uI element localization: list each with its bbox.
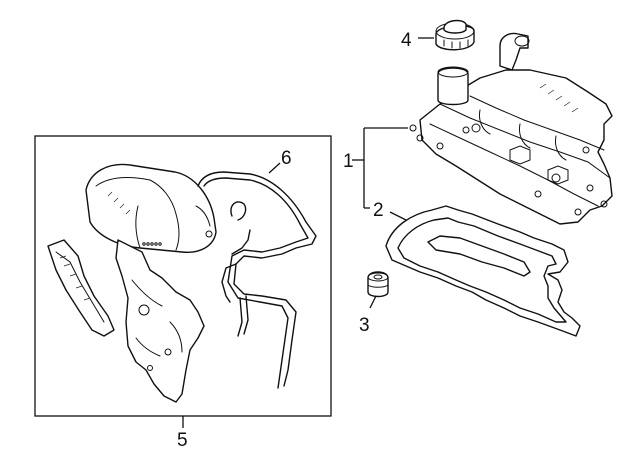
side-timing-cover[interactable]	[47, 239, 115, 337]
upper-timing-cover[interactable]	[85, 163, 217, 253]
callout-4: 4	[401, 30, 412, 51]
callout-3: 3	[359, 315, 370, 336]
valve-cover[interactable]	[409, 32, 613, 225]
callout-3-leader	[369, 295, 377, 309]
timing-cover-gasket[interactable]	[197, 171, 317, 389]
callout-6: 6	[281, 148, 292, 169]
grommet[interactable]	[367, 271, 389, 298]
callout-1-bracket	[352, 127, 408, 209]
callout-5: 5	[177, 430, 188, 451]
lower-timing-cover[interactable]	[115, 239, 205, 403]
valve-cover-gasket[interactable]	[385, 205, 581, 337]
callout-1: 1	[343, 151, 354, 172]
callout-6-leader	[268, 162, 281, 174]
callout-2: 2	[373, 200, 384, 221]
oil-filler-cap[interactable]	[435, 19, 475, 51]
callout-2-leader	[389, 211, 407, 221]
